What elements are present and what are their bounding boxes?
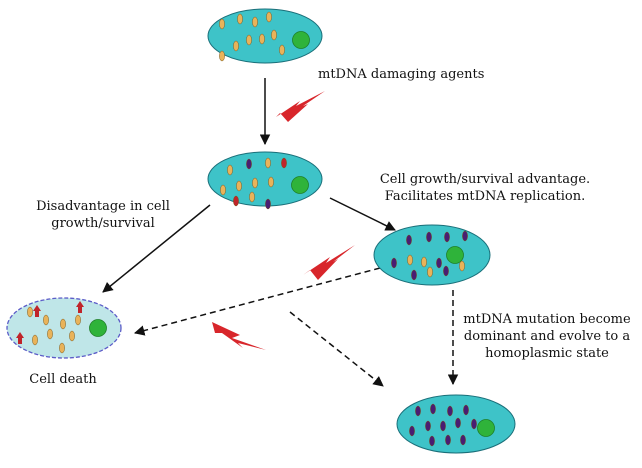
arrow-to-advantage-cell (329, 197, 396, 231)
mitochondrion (427, 266, 433, 278)
label-advantage: Cell growth/survival advantage. Facilita… (379, 172, 591, 204)
cell-dead (6, 297, 122, 359)
mitochondrion (249, 191, 255, 203)
mitochondrion (75, 314, 81, 326)
mutant-mitochondrion (440, 420, 446, 432)
mutant-mitochondrion (471, 418, 477, 430)
damaged-mitochondrion (281, 157, 287, 169)
mutant-mitochondrion (391, 257, 397, 269)
cell-normal (207, 8, 323, 64)
mutant-mitochondrion (444, 231, 450, 243)
cell-membrane (207, 151, 323, 207)
mitochondrion (233, 40, 239, 52)
mitochondrion (59, 342, 65, 354)
mutant-mitochondrion (425, 420, 431, 432)
nucleus (446, 246, 464, 264)
mutant-mitochondrion (460, 434, 466, 446)
label-disadvantage: Disadvantage in cell growth/survival (36, 199, 170, 231)
nucleus (292, 31, 310, 49)
mitochondrion (43, 314, 49, 326)
mitochondrion (279, 44, 285, 56)
mitochondrion (459, 260, 465, 272)
mutant-mitochondrion (406, 234, 412, 246)
mitochondrion (252, 16, 258, 28)
mutant-mitochondrion (436, 257, 442, 269)
mitochondrion (27, 306, 33, 318)
mutant-mitochondrion (463, 404, 469, 416)
label-cell-death: Cell death (29, 372, 97, 387)
mutant-mitochondrion (455, 417, 461, 429)
nucleus (89, 319, 107, 337)
dashed-arrow-to-dead-cell (133, 267, 381, 336)
mutant-mitochondrion (246, 158, 252, 170)
apoptotic-marker (76, 301, 84, 313)
mitochondrion (47, 328, 53, 340)
dashed-arrow-to-homoplasmic (289, 311, 384, 387)
mitochondrion (236, 180, 242, 192)
mutant-mitochondrion (265, 198, 271, 210)
mitochondrion (237, 13, 243, 25)
mutant-mitochondrion (445, 434, 451, 446)
mutant-mitochondrion (430, 403, 436, 415)
mutant-mitochondrion (415, 405, 421, 417)
mitochondrion (246, 34, 252, 46)
cell-homoplasmic (396, 394, 516, 454)
mitochondrion (220, 184, 226, 196)
mitochondrion (268, 176, 274, 188)
label-mtdna-damaging-agents: mtDNA damaging agents (318, 67, 485, 82)
mitochondrion (271, 29, 277, 41)
lightning-icon-damage-lower (212, 322, 266, 350)
damaged-mitochondrion (233, 195, 239, 207)
mitochondrion (252, 177, 258, 189)
mutant-mitochondrion (429, 435, 435, 447)
mitochondrion (219, 18, 225, 30)
mutant-mitochondrion (411, 269, 417, 281)
mutant-mitochondrion (443, 265, 449, 277)
mitochondrion (421, 256, 427, 268)
mitochondrion (69, 330, 75, 342)
mitochondrion (266, 11, 272, 23)
mitochondrion (227, 164, 233, 176)
apoptotic-marker (16, 332, 24, 344)
mutant-mitochondrion (447, 405, 453, 417)
mitochondrion (219, 50, 225, 62)
cell-damaged (207, 151, 323, 210)
mutant-mitochondrion (426, 231, 432, 243)
apoptotic-marker (33, 305, 41, 317)
arrow-to-cell-death (102, 204, 211, 293)
mitochondrion (259, 33, 265, 45)
mitochondrion (32, 334, 38, 346)
label-mutation-dominant: mtDNA mutation become dominant and evolv… (463, 312, 631, 361)
lightning-icon-damaging-agents (276, 91, 325, 122)
lightning-icon-damage-advantage-cell (303, 245, 355, 280)
cell-advantage (373, 224, 491, 286)
mitochondrion (60, 318, 66, 330)
mutant-mitochondrion (462, 230, 468, 242)
mitochondrion (265, 157, 271, 169)
mitochondrion (407, 254, 413, 266)
nucleus (477, 419, 495, 437)
nucleus (291, 176, 309, 194)
mutant-mitochondrion (409, 425, 415, 437)
